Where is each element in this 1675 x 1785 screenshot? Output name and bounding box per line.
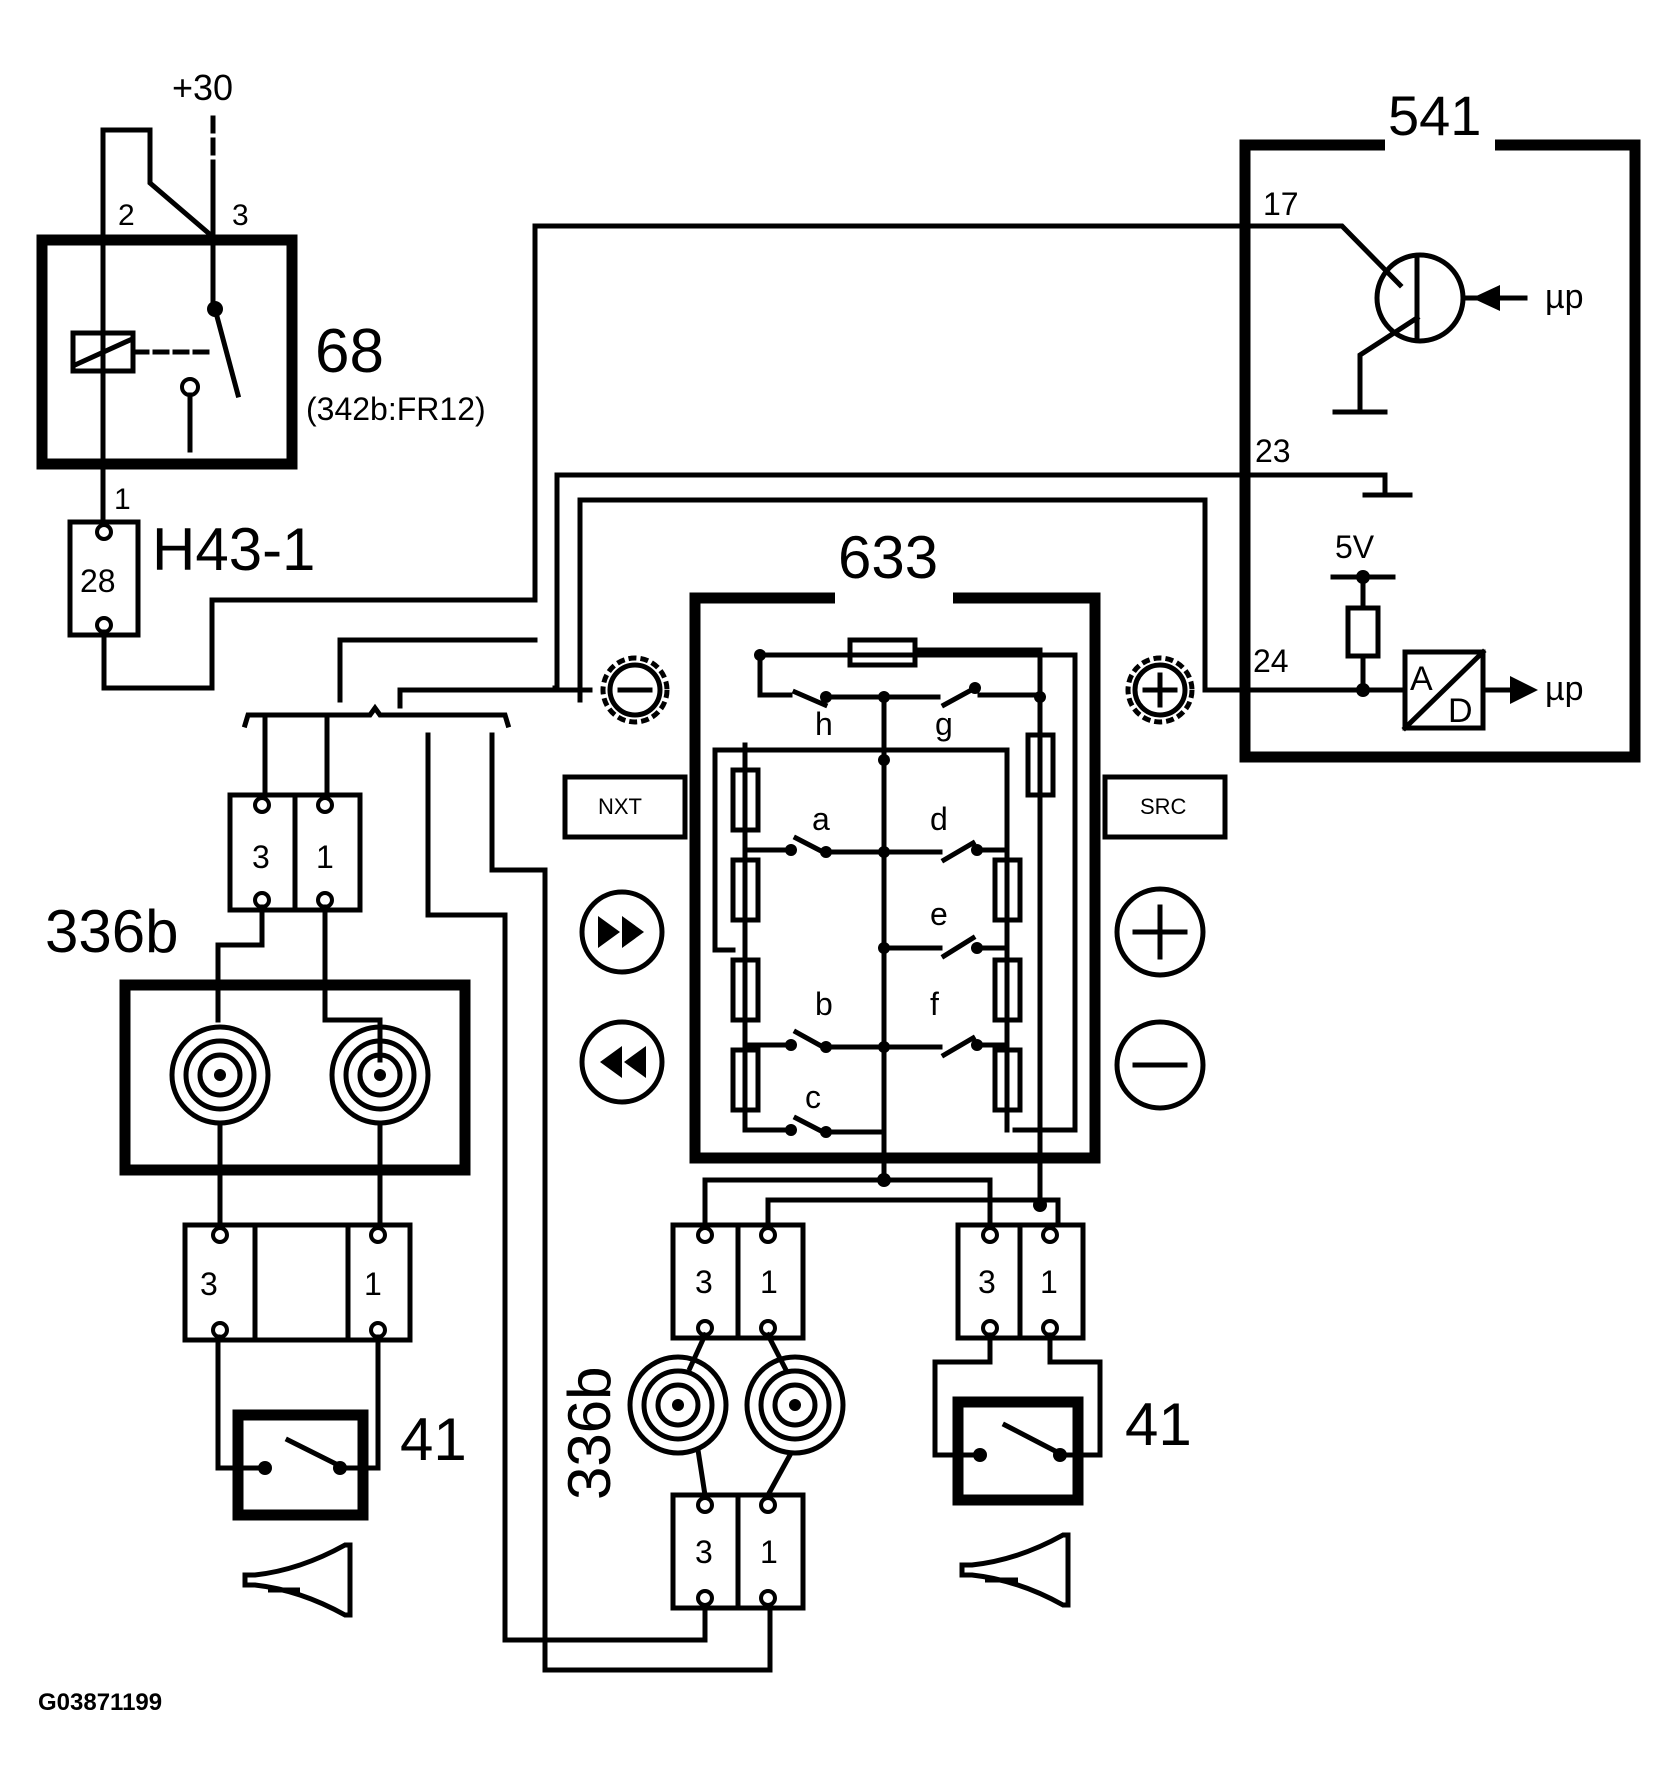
steering-switch-633: 633 h g: [689, 524, 1101, 1228]
pin-1: 1: [364, 1266, 382, 1302]
up-bottom: µp: [1545, 670, 1584, 708]
horn-41-left: 41: [215, 1334, 467, 1618]
wire-bus: [241, 637, 773, 1673]
button-panel-left: NXT: [562, 655, 688, 1105]
pin-1: 1: [1040, 1264, 1058, 1300]
relay-pin-2: 2: [118, 199, 135, 232]
module-pin-24: 24: [1253, 643, 1289, 679]
button-panel-right: SRC: [1102, 655, 1228, 1111]
coil-icon: [169, 1024, 271, 1126]
figure-code: G03871199: [38, 1689, 162, 1716]
clockspring-336b-left: 336b 3 1 3 1: [45, 792, 471, 1343]
pin-1: 1: [760, 1534, 778, 1570]
relay-pin-1: 1: [114, 483, 131, 516]
clockspring-bottom-id: 336b: [556, 1367, 623, 1500]
coil-icon: [329, 1024, 431, 1126]
switch-f: f: [930, 986, 939, 1022]
switch-a: a: [812, 801, 830, 837]
module-pin-17: 17: [1263, 186, 1299, 222]
relay-pin-3: 3: [232, 199, 249, 232]
pin-1: 1: [316, 839, 334, 875]
connector-h43-1: 28 H43-1: [67, 223, 1265, 691]
clockspring-336b-bottom: 3 1 336b 3 1: [556, 1222, 846, 1611]
switch-g: g: [935, 706, 953, 742]
relay-68: +30 2 3 68 (342b:FR12) 1: [36, 67, 486, 525]
plus-icon: [1114, 886, 1206, 978]
coil-icon: [744, 1354, 846, 1456]
relay-id: 68: [315, 317, 384, 386]
horn-icon: [242, 1542, 353, 1618]
ad-a: A: [1410, 660, 1433, 698]
volume-minus-icon: [600, 655, 670, 725]
clockspring-left-id: 336b: [45, 898, 178, 965]
module-pin-23: 23: [1255, 433, 1291, 469]
up-top: µp: [1545, 278, 1584, 316]
ad-d: D: [1448, 692, 1473, 730]
pin-3: 3: [695, 1264, 713, 1300]
coil-icon: [627, 1354, 729, 1456]
pin-1: 1: [760, 1264, 778, 1300]
fast-forward-icon: [579, 889, 665, 975]
horn-right-id: 41: [1125, 1391, 1192, 1458]
nxt-button-label: NXT: [598, 794, 642, 819]
relay-ref: (342b:FR12): [306, 391, 486, 427]
module-id: 541: [1388, 84, 1481, 147]
volume-plus-icon: [1125, 655, 1195, 725]
pin-3: 3: [200, 1266, 218, 1302]
switch-h: h: [815, 706, 833, 742]
pin-3: 3: [252, 839, 270, 875]
switch-e: e: [930, 896, 948, 932]
horn-icon: [959, 1532, 1071, 1608]
pin-3: 3: [695, 1534, 713, 1570]
switch-c: c: [805, 1079, 821, 1115]
connector-id: H43-1: [152, 516, 315, 583]
horn-41-right: 3 1 41: [932, 1222, 1192, 1608]
pin-3: 3: [978, 1264, 996, 1300]
switch-d: d: [930, 801, 948, 837]
switch-id: 633: [838, 524, 938, 591]
module-541: 541 17 µp 23 5V 24 A D µp: [554, 84, 1641, 763]
horn-left-id: 41: [400, 1406, 467, 1473]
module-voltage: 5V: [1335, 529, 1375, 565]
src-button-label: SRC: [1140, 794, 1187, 819]
minus-icon: [1114, 1019, 1206, 1111]
connector-pin-28: 28: [80, 563, 116, 599]
supply-label: +30: [172, 67, 233, 108]
switch-b: b: [815, 986, 833, 1022]
rewind-icon: [579, 1019, 665, 1105]
